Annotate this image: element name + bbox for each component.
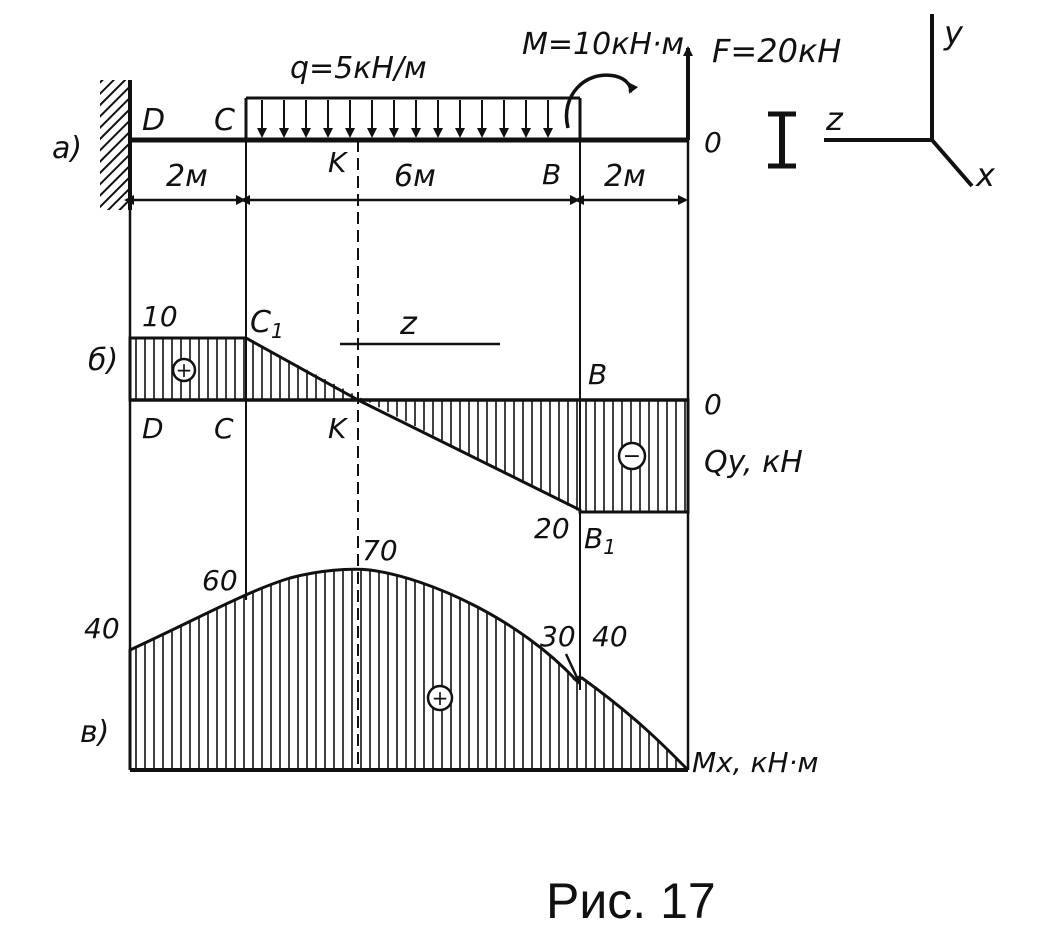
- moment-load-label: M=10кН·м: [522, 27, 684, 62]
- moment-sign-positive-icon: [426, 684, 454, 712]
- shear-point-label-o: 0: [704, 388, 722, 421]
- axis-label-x: x: [975, 156, 996, 194]
- shear-z-label: z: [399, 304, 418, 342]
- moment-value-label-30: 30: [540, 620, 576, 653]
- moment-jump-arrow: [564, 653, 582, 686]
- moment-curve: [128, 567, 690, 772]
- point-label-o: 0: [704, 126, 722, 159]
- dimension-label-cb: 6м: [394, 159, 436, 194]
- fixed-support-hatch: [100, 80, 128, 210]
- moment-diagram: + 40 60 70 30 40 Mx, кН·м в): [80, 534, 819, 779]
- part-label-a: а): [52, 131, 82, 166]
- q-load-label: q=5кН/м: [290, 51, 427, 86]
- shear-diagram: z + − 10 20 C1 B 0 D C K B1 Qy, кН б): [88, 300, 803, 559]
- axis-label-z: z: [825, 100, 844, 138]
- force-f-label: F=20кН: [712, 32, 841, 70]
- shear-axis-label: Qy, кН: [704, 445, 803, 480]
- dimension-label-bo: 2м: [604, 159, 646, 194]
- shear-point-label-d: D: [142, 412, 164, 445]
- shear-point-label-c: C: [214, 412, 234, 445]
- shear-point-label-b: B: [588, 358, 607, 391]
- moment-value-label-70: 70: [362, 534, 398, 567]
- dimension-label-dc: 2м: [166, 159, 208, 194]
- shear-value-label-20: 20: [534, 512, 570, 545]
- beam-scheme: q=5кН/м M=10кН·м F=20кН D C K B 0 а) y z: [52, 14, 996, 210]
- point-label-c1: C1: [250, 305, 284, 343]
- point-label-b: B: [542, 158, 561, 191]
- moment-value-label-40-right: 40: [592, 620, 628, 653]
- shear-sign-negative-icon: [617, 441, 647, 471]
- shear-value-label-10: 10: [142, 300, 178, 333]
- moment-arc-icon: [564, 73, 639, 129]
- moment-axis-label: Mx, кН·м: [692, 746, 819, 779]
- part-label-b: б): [88, 343, 118, 378]
- distributed-load-q: [244, 96, 582, 140]
- i-beam-section-icon: [768, 111, 796, 169]
- moment-value-label-40-left: 40: [84, 612, 120, 645]
- moment-value-label-60: 60: [202, 564, 238, 597]
- point-label-b1: B1: [584, 522, 616, 559]
- svg-text:−: −: [623, 444, 641, 469]
- shear-sign-positive-icon: [171, 357, 197, 383]
- svg-text:+: +: [176, 358, 193, 382]
- svg-text:+: +: [432, 686, 449, 710]
- figure-caption: Рис. 17: [546, 873, 716, 929]
- axis-label-y: y: [943, 14, 964, 52]
- point-label-c: C: [214, 103, 235, 138]
- shear-point-label-k: K: [328, 412, 349, 445]
- part-label-c: в): [80, 715, 109, 750]
- coordinate-axes-icon: [824, 14, 974, 188]
- point-label-k: K: [328, 146, 349, 179]
- point-label-d: D: [142, 103, 165, 138]
